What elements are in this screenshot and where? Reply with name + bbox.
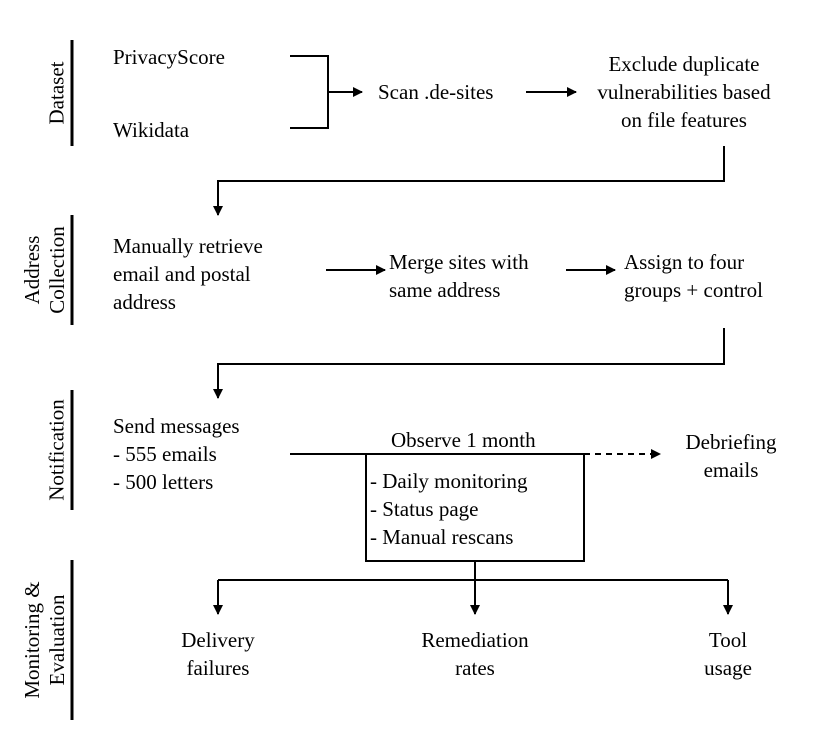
connector-address-notification xyxy=(213,328,725,399)
scan-step: Scan .de-sites xyxy=(378,80,494,104)
exclude-step: Exclude duplicate vulnerabilities based … xyxy=(597,52,771,132)
debrief-step: Debriefing emails xyxy=(685,430,777,482)
delivery-failures: Delivery failures xyxy=(181,628,255,680)
retrieve-step: Manually retrieve email and postal addre… xyxy=(113,234,263,314)
phase-label-notification: Notification xyxy=(44,399,69,501)
observe-items: - Daily monitoring - Status page - Manua… xyxy=(370,469,528,549)
connector-dataset-address xyxy=(213,146,725,216)
assign-step: Assign to four groups + control xyxy=(624,250,763,302)
merge-step: Merge sites with same address xyxy=(389,250,529,302)
source-bracket xyxy=(290,55,329,129)
phase-label-address-collection: Address Collection xyxy=(20,226,69,314)
source-privacyscore: PrivacyScore xyxy=(113,45,225,69)
observe-title: Observe 1 month xyxy=(391,428,536,452)
source-wikidata: Wikidata xyxy=(113,118,190,142)
phase-label-dataset: Dataset xyxy=(44,61,69,125)
tool-usage: Tool usage xyxy=(704,628,752,680)
phase-label-monitoring: Monitoring & Evaluation xyxy=(20,581,69,699)
remediation-rates: Remediation rates xyxy=(421,628,529,680)
send-step: Send messages - 555 emails - 500 letters xyxy=(113,414,240,494)
